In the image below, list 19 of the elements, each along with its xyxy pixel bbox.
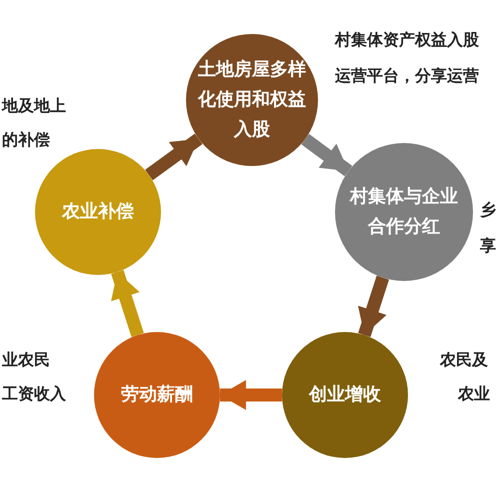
side-note: 村集体资产权益入股 — [335, 30, 479, 51]
side-note: 运营平台，分享运营 — [335, 66, 479, 87]
side-note: 农民及 — [440, 350, 488, 371]
side-note: 工资收入 — [2, 384, 66, 405]
block-arrow — [220, 380, 282, 410]
circle-label: 创业增收 — [308, 383, 382, 407]
block-arrow — [358, 276, 390, 338]
side-note: 的补偿 — [2, 130, 50, 151]
side-note: 农业 — [458, 384, 490, 405]
block-arrow — [111, 270, 144, 338]
circle-label: 村集体与企业合作分红 — [349, 185, 459, 239]
side-note: 乡 — [480, 200, 496, 221]
circle-label: 劳动薪酬 — [120, 383, 194, 407]
side-note: 地及地上 — [2, 96, 66, 117]
circle-label: 土地房屋多样化使用和权益入股 — [197, 58, 307, 142]
side-note: 享 — [480, 236, 496, 257]
circle-label: 农业补偿 — [60, 200, 135, 224]
block-arrow — [301, 134, 352, 176]
side-note: 业农民 — [2, 350, 50, 371]
